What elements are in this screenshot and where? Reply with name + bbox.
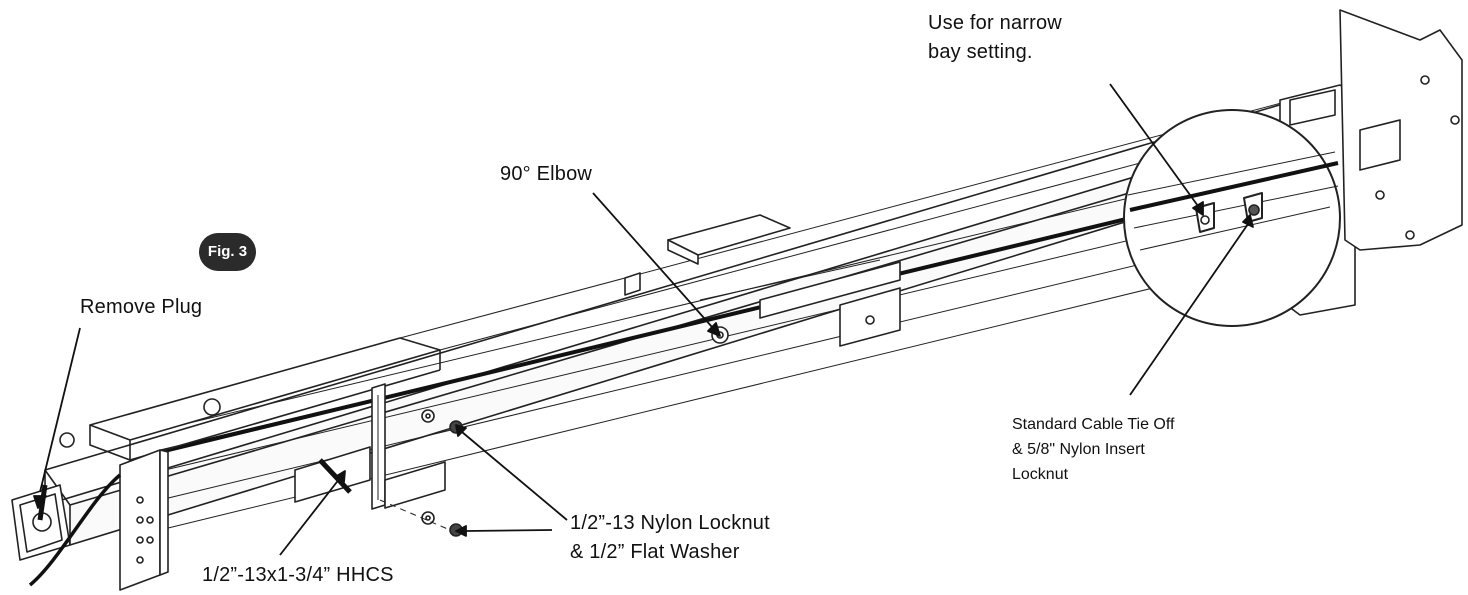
left-end-plate — [119, 449, 169, 591]
hhcs-label: 1/2”-13x1-3/4” HHCS — [202, 564, 394, 586]
leader-arrows — [33, 83, 1254, 556]
locknut-label-line1: 1/2”-13 Nylon Locknut — [570, 512, 770, 534]
left-tube — [11, 432, 122, 587]
locknut-label-line2: & 1/2” Flat Washer — [570, 541, 740, 563]
detail-circle — [1123, 109, 1341, 327]
figure-badge: Fig. 3 — [199, 233, 256, 271]
cable-tie-label-line3: Locknut — [1012, 466, 1069, 483]
elbow-label: 90° Elbow — [500, 163, 593, 185]
middle-brackets — [624, 214, 901, 347]
narrow-bay-label-line2: bay setting. — [928, 41, 1033, 63]
cable-tie-label-line1: Standard Cable Tie Off — [1012, 416, 1175, 433]
narrow-bay-label-line1: Use for narrow — [928, 12, 1062, 34]
cable-tie-label-line2: & 5/8" Nylon Insert — [1012, 441, 1145, 458]
middle-plate — [294, 383, 446, 510]
remove-plug-label: Remove Plug — [80, 296, 203, 318]
